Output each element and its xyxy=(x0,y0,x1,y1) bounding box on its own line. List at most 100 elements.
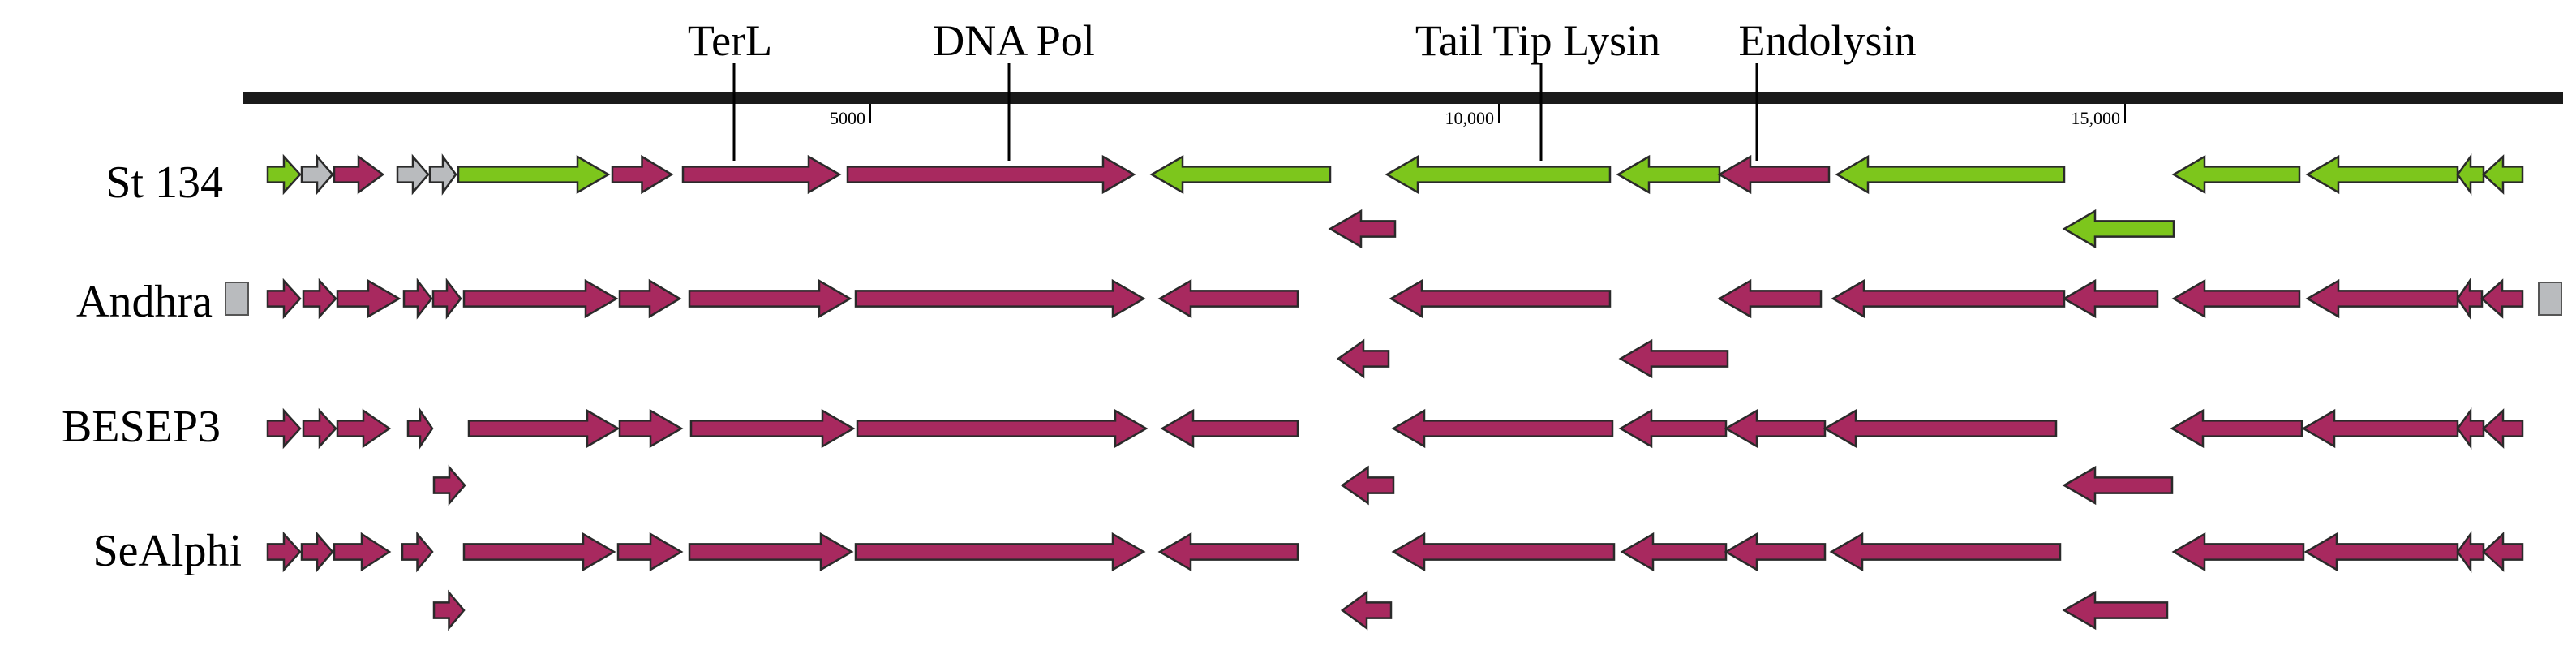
genome-row-label: Andhra xyxy=(76,277,213,327)
gene-arrow xyxy=(689,408,856,449)
gene-arrow xyxy=(2480,278,2524,319)
gene-arrow xyxy=(1823,408,2058,449)
gene-arrow xyxy=(688,278,852,319)
gene-arrow xyxy=(1829,532,2062,572)
gene-arrow xyxy=(1724,408,1827,449)
gene-arrow xyxy=(1160,408,1299,449)
annotation-terl: TerL xyxy=(688,16,772,65)
gene-marker xyxy=(2538,282,2562,316)
gene-arrow xyxy=(406,407,434,450)
gene-arrow xyxy=(2456,531,2485,573)
gene-arrow xyxy=(2170,408,2303,449)
gene-arrow xyxy=(462,278,619,319)
genome-row: Andhra xyxy=(76,277,2562,379)
gene-arrow xyxy=(266,407,302,450)
gene-arrow xyxy=(2171,154,2301,195)
gene-marker xyxy=(225,282,249,316)
genome-ruler: 5000 10,000 15,000 xyxy=(243,92,2563,128)
gene-arrow xyxy=(1157,278,1299,319)
gene-arrow xyxy=(1340,465,1395,506)
gene-arrow xyxy=(432,464,466,506)
gene-arrow xyxy=(611,154,674,195)
gene-arrow xyxy=(2062,590,2169,631)
gene-arrow xyxy=(681,154,842,195)
gene-arrow xyxy=(1336,338,1390,379)
gene-arrow xyxy=(462,532,616,572)
gene-arrow xyxy=(2456,407,2485,450)
genome-row-label: SeAlphi xyxy=(92,526,242,576)
gene-arrow xyxy=(2301,408,2459,449)
gene-arrow xyxy=(1391,408,1614,449)
gene-arrow xyxy=(2062,465,2174,506)
gene-arrow xyxy=(1835,154,2066,195)
gene-arrow xyxy=(300,531,334,573)
scale-label: 5000 xyxy=(830,108,865,128)
gene-arrow xyxy=(854,532,1146,572)
gene-arrow xyxy=(616,532,684,572)
gene-arrow xyxy=(1717,278,1823,319)
gene-arrow xyxy=(2305,278,2459,319)
gene-arrow xyxy=(688,532,854,572)
gene-arrow xyxy=(2171,532,2305,572)
gene-arrow xyxy=(266,278,302,320)
gene-arrow xyxy=(428,153,457,196)
gene-arrow xyxy=(2456,153,2485,196)
gene-arrow xyxy=(336,278,401,319)
gene-arrow xyxy=(266,531,302,573)
gene-arrow xyxy=(2482,154,2524,195)
gene-arrow xyxy=(1831,278,2066,319)
gene-arrow xyxy=(431,278,462,320)
genome-row-label: BESEP3 xyxy=(62,402,221,452)
gene-arrow xyxy=(2305,154,2459,195)
gene-arrow xyxy=(1340,590,1393,631)
gene-arrow xyxy=(1717,154,1831,195)
gene-arrow xyxy=(1618,408,1728,449)
genome-row-label: St 134 xyxy=(105,157,223,208)
gene-arrow xyxy=(1616,154,1721,195)
scale-label: 15,000 xyxy=(2072,108,2121,128)
gene-arrow xyxy=(2062,209,2175,249)
annotation-dna-pol: DNA Pol xyxy=(933,16,1095,65)
gene-arrow xyxy=(1618,338,1729,379)
gene-arrow xyxy=(854,278,1146,319)
genome-row: BESEP3 xyxy=(62,402,2524,506)
gene-arrow xyxy=(1157,532,1299,572)
gene-arrow xyxy=(402,278,433,320)
gene-arrow xyxy=(2456,277,2484,321)
gene-arrow xyxy=(1328,209,1397,249)
gene-arrow xyxy=(1389,278,1612,319)
gene-arrow xyxy=(467,408,620,449)
gene-arrow xyxy=(1385,154,1612,195)
scale-label: 10,000 xyxy=(1445,108,1495,128)
gene-arrow xyxy=(856,408,1148,449)
gene-arrow xyxy=(618,278,682,319)
gene-arrow xyxy=(1620,532,1728,572)
gene-arrow xyxy=(457,154,611,195)
annotation-tail-tip-lysin: Tail Tip Lysin xyxy=(1415,16,1660,65)
gene-arrow xyxy=(1724,532,1827,572)
gene-arrow xyxy=(2482,408,2524,449)
gene-arrow xyxy=(333,532,392,572)
gene-arrow xyxy=(401,531,434,573)
genome-ruler-bar xyxy=(243,92,2563,104)
gene-arrow xyxy=(336,408,392,449)
gene-arrow xyxy=(1149,154,1332,195)
gene-arrow xyxy=(432,589,466,631)
gene-arrow xyxy=(618,408,684,449)
gene-arrow xyxy=(846,154,1136,195)
gene-arrow xyxy=(2482,532,2524,572)
gene-arrow xyxy=(333,154,385,195)
gene-arrow xyxy=(2303,532,2459,572)
gene-arrow xyxy=(396,153,430,196)
gene-arrow xyxy=(2062,278,2159,319)
gene-arrow xyxy=(302,278,337,320)
gene-arrow xyxy=(266,153,302,196)
genome-row: St 134 xyxy=(105,153,2524,249)
genome-row: SeAlphi xyxy=(92,526,2524,631)
gene-arrow xyxy=(2171,278,2301,319)
gene-arrow xyxy=(300,153,334,196)
gene-arrow xyxy=(302,407,337,450)
